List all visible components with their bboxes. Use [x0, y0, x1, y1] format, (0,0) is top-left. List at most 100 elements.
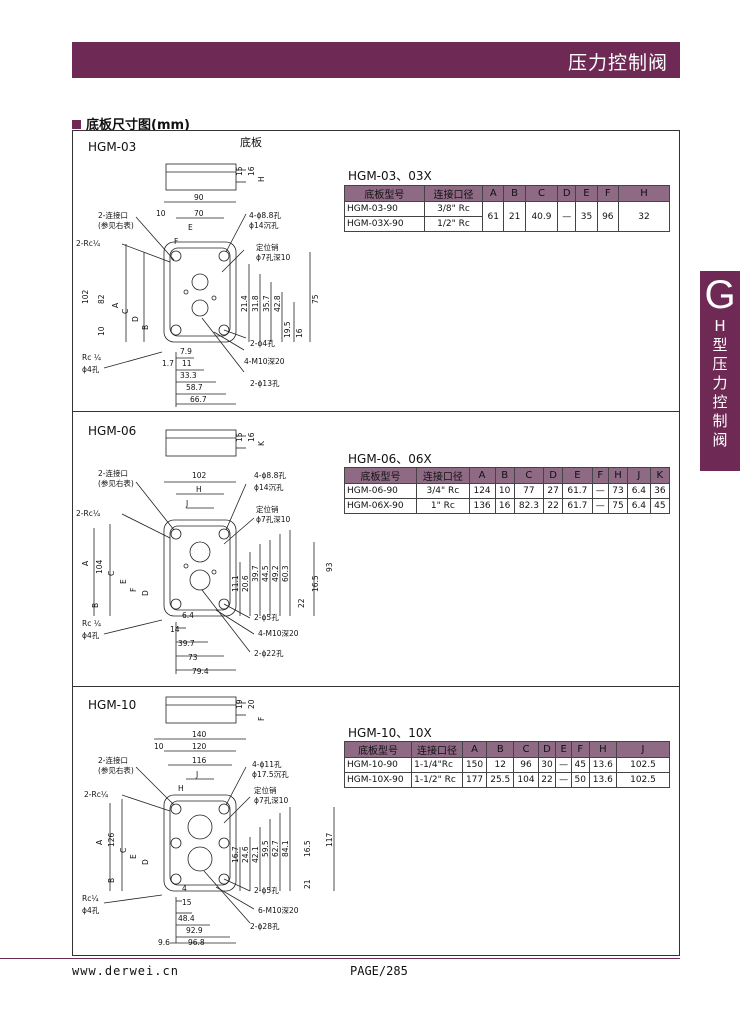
- svg-text:F: F: [257, 717, 266, 721]
- svg-text:15: 15: [235, 166, 244, 176]
- svg-text:49.2: 49.2: [271, 565, 280, 582]
- svg-text:11: 11: [182, 359, 192, 368]
- svg-text:10: 10: [97, 326, 106, 336]
- svg-text:Rc ¼: Rc ¼: [82, 353, 102, 362]
- svg-text:66.7: 66.7: [190, 395, 207, 404]
- svg-text:82: 82: [97, 294, 106, 304]
- svg-text:4: 4: [182, 884, 187, 893]
- svg-text:A: A: [95, 839, 104, 845]
- svg-text:140: 140: [192, 730, 207, 739]
- svg-text:D: D: [141, 590, 150, 596]
- svg-text:102: 102: [192, 471, 207, 480]
- svg-text:92.9: 92.9: [186, 926, 203, 935]
- svg-text:定位销: 定位销: [254, 785, 277, 795]
- panel-divider: [72, 411, 680, 412]
- svg-text:9.6: 9.6: [158, 938, 170, 947]
- svg-text:H: H: [178, 784, 184, 793]
- svg-text:60.3: 60.3: [281, 565, 290, 582]
- panel2-table-title: HGM-06、06X: [348, 452, 432, 466]
- svg-text:93: 93: [325, 562, 334, 572]
- svg-text:120: 120: [192, 742, 207, 751]
- svg-text:117: 117: [325, 832, 334, 847]
- side-view-plate: [165, 429, 237, 457]
- table-row: HGM-03-90 3/8" Rc 61 21 40.9 — 35 96 32: [344, 201, 670, 232]
- svg-text:20.6: 20.6: [241, 575, 250, 592]
- svg-text:C: C: [107, 571, 116, 576]
- svg-text:E: E: [188, 223, 193, 232]
- table-row: HGM-06X-90 1" Rc 136 16 82.3 22 61.7 — 7…: [343, 498, 671, 514]
- svg-text:2-ϕ5孔: 2-ϕ5孔: [254, 886, 279, 895]
- svg-text:62.7: 62.7: [271, 840, 280, 857]
- svg-text:A: A: [111, 302, 120, 308]
- svg-text:J: J: [195, 770, 198, 779]
- svg-text:14: 14: [170, 625, 180, 634]
- svg-text:48.4: 48.4: [178, 914, 195, 923]
- svg-text:ϕ4孔: ϕ4孔: [82, 906, 100, 915]
- svg-text:16: 16: [247, 166, 256, 176]
- side-view-plate: [165, 696, 237, 724]
- side-tab-text: H型压力控制阀: [712, 317, 728, 449]
- svg-text:35.7: 35.7: [262, 295, 271, 312]
- svg-text:102: 102: [81, 289, 90, 304]
- top-view-plate: [163, 241, 237, 343]
- svg-text:42.8: 42.8: [273, 295, 282, 312]
- svg-text:90: 90: [194, 193, 204, 202]
- table-row: HGM-06-90 3/4" Rc 124 10 77 27 61.7 — 73…: [343, 483, 671, 499]
- svg-text:33.3: 33.3: [180, 371, 197, 380]
- svg-text:4-M10深20: 4-M10深20: [258, 629, 299, 638]
- svg-text:F: F: [174, 237, 178, 246]
- svg-text:16: 16: [295, 328, 304, 338]
- svg-text:10: 10: [154, 742, 164, 751]
- svg-text:2-ϕ28孔: 2-ϕ28孔: [250, 922, 280, 931]
- panel3-drawing: 140 120 10 116 J H 2-连接口 (参见右表) 2-Rc¼ 4-…: [82, 696, 335, 947]
- svg-text:ϕ4孔: ϕ4孔: [82, 365, 100, 374]
- svg-text:2-ϕ22孔: 2-ϕ22孔: [254, 649, 284, 658]
- panel1-drawing: 底板 90 70 10 E F 2-连接口 (参见右表) 2-Rc¼ 4-ϕ8.…: [76, 135, 320, 407]
- svg-text:75: 75: [311, 294, 320, 304]
- content-frame: [72, 130, 680, 956]
- svg-text:4-ϕ8.8孔: 4-ϕ8.8孔: [249, 211, 281, 220]
- svg-text:96.8: 96.8: [188, 938, 205, 947]
- svg-text:39.7: 39.7: [178, 639, 195, 648]
- panel2-spec-table: 底板型号 连接口径 A B C D E F H J K HGM-06-90 3/…: [343, 467, 671, 514]
- svg-text:1.7: 1.7: [162, 359, 174, 368]
- table-row: HGM-03X-90 1/2" Rc: [344, 216, 670, 232]
- panel3-model: HGM-10: [88, 698, 137, 712]
- svg-text:21.4: 21.4: [240, 295, 249, 312]
- svg-text:24.6: 24.6: [241, 846, 250, 863]
- svg-text:ϕ17.5沉孔: ϕ17.5沉孔: [252, 770, 289, 779]
- panel1-model: HGM-03: [88, 140, 137, 154]
- svg-text:ϕ14沉孔: ϕ14沉孔: [254, 483, 284, 492]
- svg-text:底板: 底板: [240, 135, 262, 149]
- footer-line: [0, 958, 680, 959]
- panel2-model: HGM-06: [88, 424, 137, 438]
- header-bar: 压力控制阀: [72, 42, 680, 78]
- panel3-spec-table: 底板型号 连接口径 A B C D E F H J HGM-10-90 1-1/…: [343, 741, 670, 788]
- svg-text:ϕ14沉孔: ϕ14沉孔: [249, 221, 279, 230]
- svg-text:E: E: [119, 579, 128, 584]
- svg-text:6.4: 6.4: [182, 611, 194, 620]
- table-row: HGM-10-90 1-1/4"Rc 150 12 96 30 — 45 13.…: [343, 757, 670, 773]
- panel2-drawing: 102 H J 2-连接口 (参见右表) 2-Rc¼ 4-ϕ8.8孔 ϕ14沉孔…: [76, 429, 334, 676]
- svg-text:B: B: [141, 325, 150, 330]
- svg-text:2-连接口: 2-连接口: [98, 468, 128, 478]
- svg-text:22: 22: [297, 598, 306, 608]
- side-view-plate: [165, 163, 237, 191]
- svg-text:19: 19: [235, 699, 244, 709]
- side-tab-letter: G: [704, 273, 736, 317]
- svg-text:ϕ4孔: ϕ4孔: [82, 631, 100, 640]
- svg-text:59.5: 59.5: [261, 840, 270, 857]
- svg-text:定位销: 定位销: [256, 242, 279, 252]
- svg-text:D: D: [131, 316, 140, 322]
- svg-text:ϕ7孔深10: ϕ7孔深10: [254, 796, 288, 805]
- svg-text:D: D: [141, 859, 150, 865]
- svg-text:20: 20: [247, 699, 256, 709]
- panel1-spec-table: 底板型号 连接口径 A B C D E F H HGM-03-90 3/8" R…: [344, 185, 670, 232]
- svg-text:ϕ7孔深10: ϕ7孔深10: [256, 515, 290, 524]
- footer-url: www.derwei.cn: [72, 964, 179, 978]
- svg-text:104: 104: [95, 559, 104, 574]
- svg-text:4-ϕ8.8孔: 4-ϕ8.8孔: [254, 471, 286, 480]
- svg-text:15: 15: [182, 898, 192, 907]
- svg-text:21: 21: [303, 879, 312, 889]
- svg-text:H: H: [196, 485, 202, 494]
